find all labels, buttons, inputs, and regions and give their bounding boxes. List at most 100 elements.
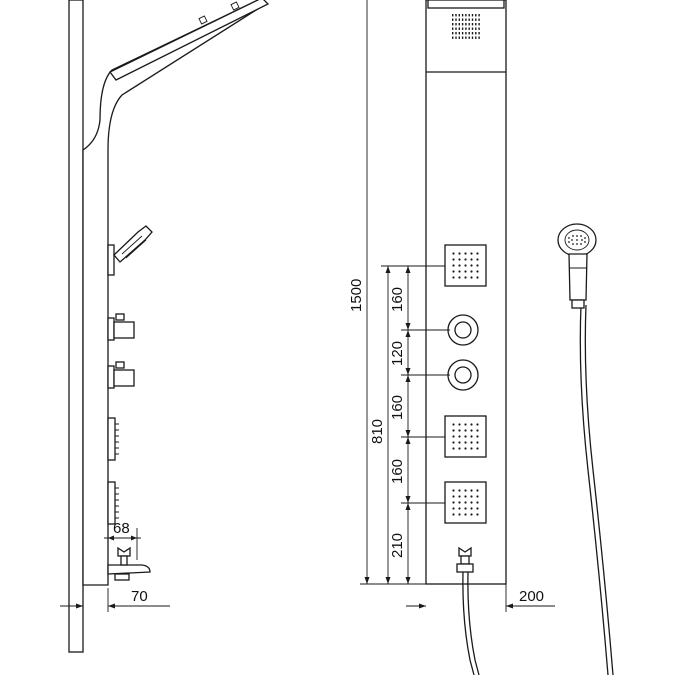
jet-nozzle-dot — [470, 276, 473, 279]
hand-nozzle-dot — [581, 239, 583, 241]
jet-nozzle-dot — [470, 495, 473, 498]
dim-lower-span: 810 — [369, 265, 445, 584]
jet-nozzle-dot — [476, 489, 479, 492]
hand-nozzle-dot — [568, 241, 570, 243]
jet-nozzle-dot — [458, 258, 461, 261]
dim-hose-offset: 200 — [406, 584, 555, 612]
jet-nozzle-dot — [464, 429, 467, 432]
rain-nozzle — [458, 36, 460, 39]
dim-label-160-b: 160 — [389, 395, 406, 420]
jet-nozzle-dot — [476, 264, 479, 267]
jet-nozzle-dot — [452, 507, 455, 510]
jet-nozzle-dot — [458, 276, 461, 279]
rain-nozzle — [465, 27, 467, 30]
jet-nozzle-dot — [464, 507, 467, 510]
rain-nozzle — [452, 18, 454, 21]
jet-nozzle-dot — [464, 270, 467, 273]
rain-nozzle — [461, 23, 464, 26]
jet-nozzle-dot — [458, 429, 461, 432]
jet-nozzle-dot — [470, 423, 473, 426]
jet-nozzle-dot — [470, 264, 473, 267]
rain-nozzle — [458, 32, 460, 35]
rain-nozzle — [458, 23, 460, 26]
jet-nozzle-dot — [452, 429, 455, 432]
dim-label-200: 200 — [519, 588, 544, 605]
dim-label-210: 210 — [389, 533, 406, 558]
rain-nozzle — [461, 32, 464, 35]
jet-nozzle-dot — [476, 513, 479, 516]
jet-nozzle-dot — [452, 501, 455, 504]
jet-nozzle-dot — [464, 441, 467, 444]
jet-nozzle-dot — [464, 276, 467, 279]
rain-nozzle — [461, 18, 464, 21]
rain-nozzle — [478, 23, 480, 26]
hand-nozzle-dot — [580, 235, 582, 237]
rain-nozzle — [455, 27, 457, 30]
side-spout — [107, 546, 151, 581]
rain-nozzle — [468, 14, 470, 17]
rain-nozzle — [471, 36, 474, 39]
jet-nozzle-dot — [452, 270, 455, 273]
rain-nozzle — [475, 27, 477, 30]
jet-nozzle-dot — [458, 252, 461, 255]
jet-nozzle-dot — [458, 270, 461, 273]
dim-chain: 160 120 160 160 210 — [389, 266, 450, 584]
jet-nozzle-dot — [452, 258, 455, 261]
rain-nozzle — [452, 14, 454, 17]
side-hand-shower — [107, 225, 153, 276]
dim-spout-projection: 68 — [104, 520, 141, 560]
jet-nozzle-dot — [476, 252, 479, 255]
dim-label-160-c: 160 — [389, 459, 406, 484]
rain-nozzle — [458, 14, 460, 17]
rain-nozzle — [452, 36, 454, 39]
jet-nozzle-dot — [470, 435, 473, 438]
rain-nozzle — [465, 23, 467, 26]
jet-nozzle-dot — [470, 447, 473, 450]
jet-nozzle-dot — [476, 447, 479, 450]
side-panel-body — [82, 0, 266, 586]
rain-nozzle — [475, 32, 477, 35]
jet-nozzle-dot — [476, 441, 479, 444]
jet-nozzle-dot — [464, 252, 467, 255]
rain-nozzle — [478, 32, 480, 35]
rain-nozzle — [458, 18, 460, 21]
rain-nozzle — [455, 23, 457, 26]
rain-nozzle — [475, 14, 477, 17]
dim-total-height: 1500 — [348, 0, 370, 584]
rain-nozzle — [478, 27, 480, 30]
wall-strip — [68, 0, 84, 653]
jet-nozzle-dot — [476, 501, 479, 504]
jet-nozzle-dot — [464, 495, 467, 498]
rain-nozzle — [471, 14, 474, 17]
rain-nozzle — [468, 32, 470, 35]
rain-nozzle — [468, 23, 470, 26]
hand-nozzle-dot — [576, 239, 578, 241]
hand-nozzle-dot — [584, 241, 586, 243]
rain-nozzle — [452, 23, 454, 26]
jet-nozzle-dot — [452, 276, 455, 279]
rain-nozzle — [465, 32, 467, 35]
hand-nozzle-dot — [572, 235, 574, 237]
dim-depth: 70 — [60, 588, 170, 612]
jet-nozzle-dot — [470, 501, 473, 504]
jet-nozzle-dot — [464, 435, 467, 438]
rain-nozzle — [465, 36, 467, 39]
rain-nozzle — [471, 18, 474, 21]
front-jet-1 — [444, 244, 487, 287]
dim-label-120: 120 — [389, 341, 406, 366]
jet-nozzle-dot — [458, 489, 461, 492]
rain-nozzle — [468, 36, 470, 39]
jet-nozzle-dot — [464, 513, 467, 516]
front-jet-3 — [444, 481, 487, 524]
front-view: 200 1500 810 160 120 160 160 — [348, 0, 614, 675]
front-mixer-knob-lower — [447, 359, 479, 391]
jet-nozzle-dot — [458, 513, 461, 516]
hand-nozzle-dot — [580, 243, 582, 245]
jet-nozzle-dot — [464, 489, 467, 492]
rain-nozzle — [458, 27, 460, 30]
jet-nozzle-dot — [476, 429, 479, 432]
front-rain-head — [427, 0, 505, 9]
rain-nozzle — [475, 23, 477, 26]
jet-nozzle-dot — [458, 441, 461, 444]
